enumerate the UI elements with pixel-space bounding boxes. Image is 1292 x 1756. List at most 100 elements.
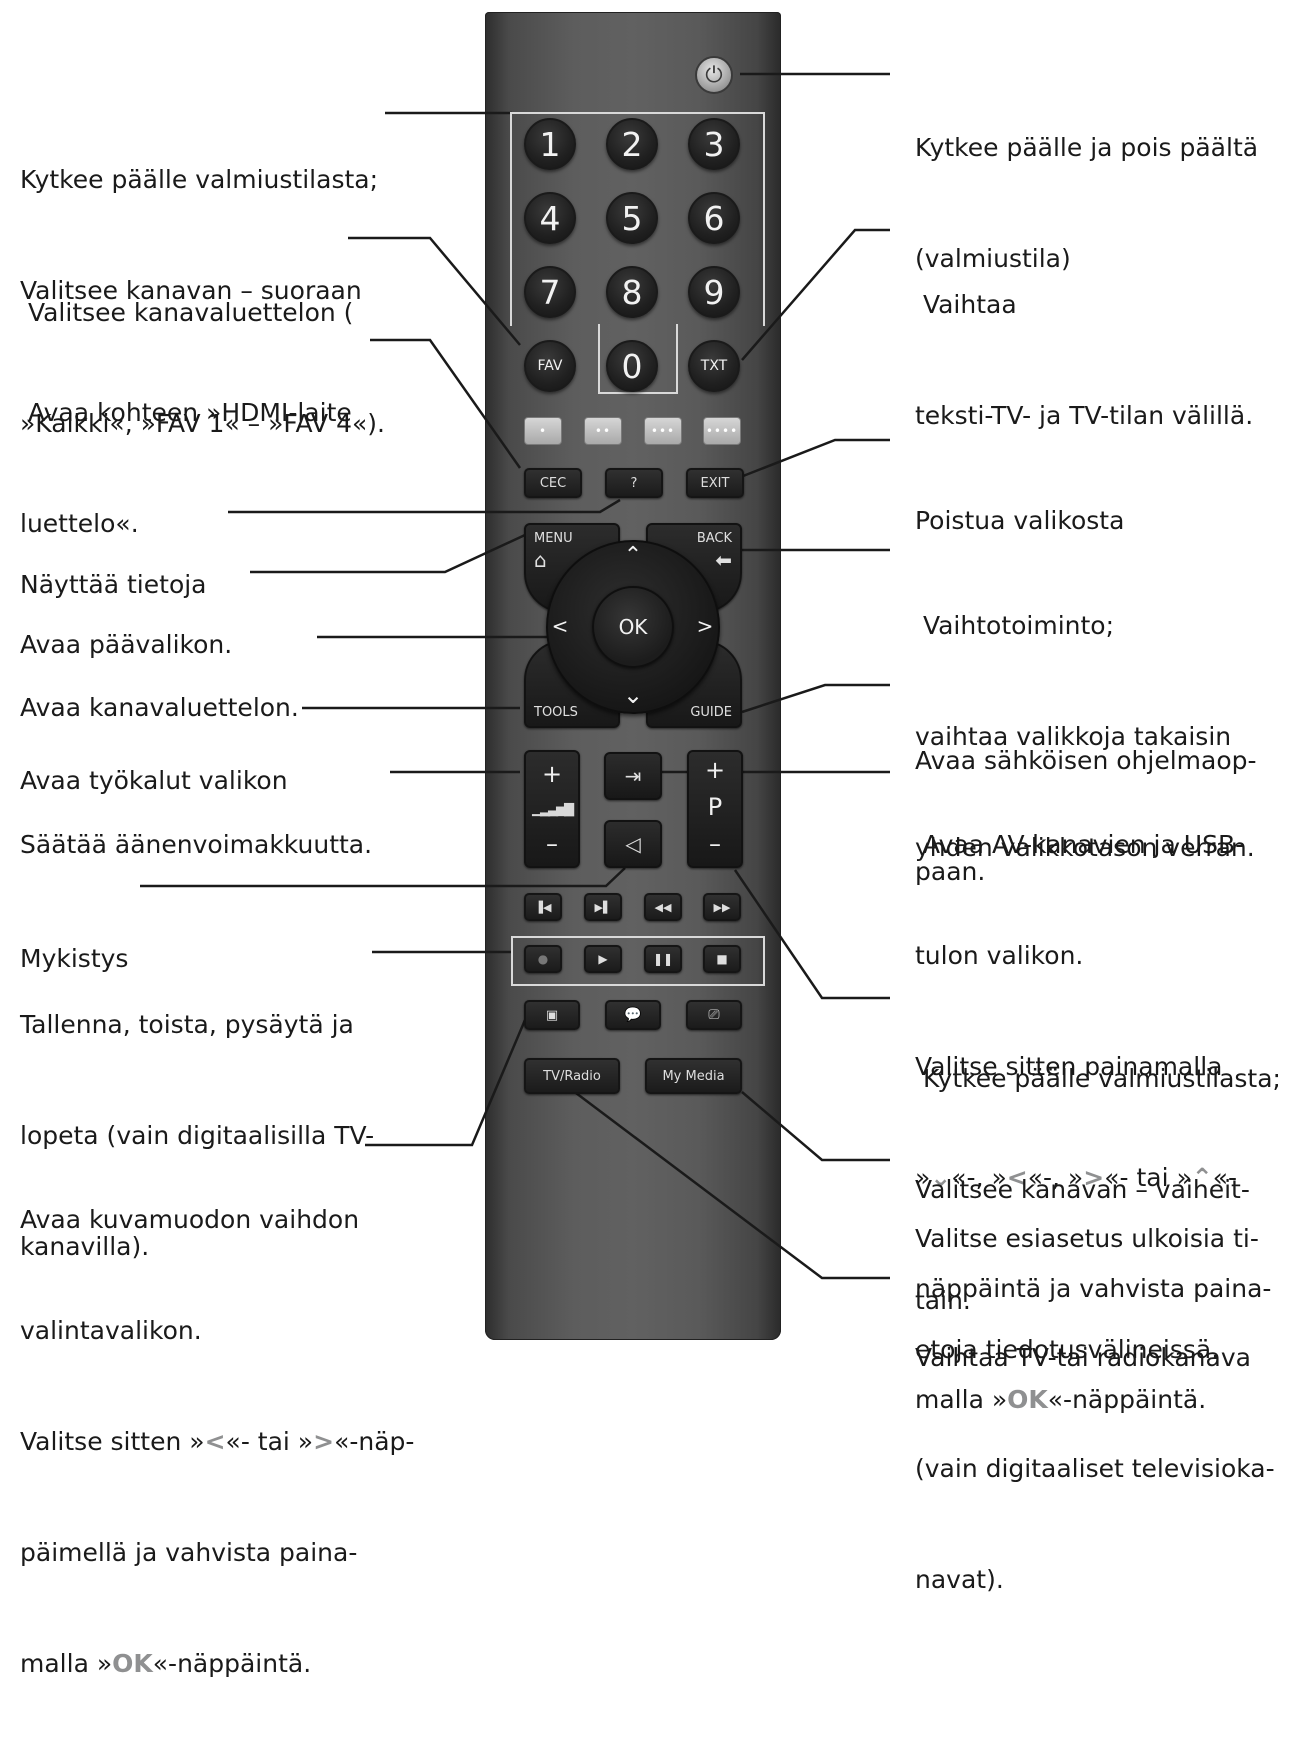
navigation-ring[interactable] [546, 540, 720, 714]
label-source-line3: Valitse sitten painamalla [915, 1052, 1223, 1081]
line-picture-format [365, 1019, 527, 1147]
digit-4-button[interactable]: 4 [524, 192, 576, 244]
label-media-preset-line1: Valitse esiasetus ulkoisia ti- [915, 1224, 1259, 1253]
line-info [228, 498, 621, 514]
play-button[interactable]: ▶ [584, 945, 622, 973]
label-channel-list: Avaa kanavaluettelon. [20, 615, 299, 800]
picture-format-button[interactable]: ▣ [524, 1000, 580, 1030]
fav-button[interactable]: FAV [524, 340, 576, 392]
remote-diagram: ⏻ 1 2 3 4 5 6 7 8 9 FAV 0 TXT • •• ••• •… [20, 12, 1281, 1678]
digit-3-button[interactable]: 3 [688, 118, 740, 170]
skip-back-button[interactable]: ▐◀ [524, 893, 562, 921]
label-exit: Poistua valikosta [915, 428, 1124, 613]
label-info-line1: Näyttää tietoja [20, 570, 207, 599]
program-up-button[interactable]: + [704, 756, 726, 784]
chat-button[interactable]: 💬 [605, 1000, 661, 1030]
cec-button[interactable]: CEC [524, 468, 582, 498]
label-standby-step-line3: tain. [915, 1286, 971, 1315]
menu-label: MENU [534, 531, 573, 546]
rewind-icon: ◀◀ [654, 900, 672, 914]
digit-0-button[interactable]: 0 [606, 340, 658, 392]
line-source [649, 770, 890, 780]
program-label: P [707, 793, 723, 821]
fast-forward-button[interactable]: ▶▶ [703, 893, 741, 921]
label-back-line2: vaihtaa valikkoja takaisin [915, 722, 1232, 751]
picture-format-icon: ▣ [545, 1007, 559, 1023]
subtitle-icon: ⎚ [708, 1007, 720, 1023]
nav-up-button[interactable]: ⌃ [623, 542, 643, 568]
src-text-e: «- [1212, 1163, 1238, 1192]
label-picture-format-line3: Valitse sitten »<«- tai »>«-näp- [20, 1423, 414, 1460]
line-teletext [741, 228, 890, 361]
digit-1-button[interactable]: 1 [524, 118, 576, 170]
skip-forward-icon: ▶▌ [594, 900, 612, 914]
label-source-line5: näppäintä ja vahvista paina- [915, 1274, 1272, 1303]
fast-forward-icon: ▶▶ [713, 900, 731, 914]
label-standby-direct: Kytkee päälle valmiustilasta; Valitsee k… [20, 87, 378, 383]
guide-label: GUIDE [690, 705, 732, 720]
source-button[interactable]: ⇥ [604, 752, 662, 800]
label-power-line2: (valmiustila) [915, 244, 1071, 273]
label-source-line4: »⌄«-, »<«-, »>«- tai »⌃«- [915, 1159, 1271, 1196]
mute-button[interactable]: ◁ [604, 820, 662, 868]
volume-down-button[interactable]: – [546, 830, 558, 858]
play-icon: ▶ [598, 952, 608, 966]
label-standby-direct-line1: Kytkee päälle valmiustilasta; [20, 165, 379, 194]
pause-icon: ❚❚ [652, 952, 674, 966]
digit-2-button[interactable]: 2 [606, 118, 658, 170]
mute-icon: ◁ [625, 832, 641, 856]
nav-down-button[interactable]: ⌄ [622, 681, 644, 709]
label-picture-format-line5: malla »OK«-näppäintä. [20, 1645, 414, 1682]
skip-forward-button[interactable]: ▶▌ [584, 893, 622, 921]
nav-right-button[interactable]: > [696, 614, 714, 638]
txt-button[interactable]: TXT [688, 340, 740, 392]
label-tv-radio-line2: (vain digitaaliset televisioka- [915, 1454, 1275, 1483]
tv-radio-button[interactable]: TV/Radio [524, 1058, 620, 1094]
color-key-3[interactable]: ••• [644, 417, 682, 445]
digit-9-button[interactable]: 9 [688, 266, 740, 318]
digit-8-button[interactable]: 8 [606, 266, 658, 318]
down-glyph: ⌄ [930, 1163, 952, 1192]
exit-button[interactable]: EXIT [686, 468, 744, 498]
stop-icon: ■ [716, 952, 728, 966]
stop-button[interactable]: ■ [703, 945, 741, 973]
label-record-play-line3: kanavilla). [20, 1232, 150, 1261]
pf-text-c: «-näp- [334, 1427, 415, 1456]
rewind-button[interactable]: ◀◀ [644, 893, 682, 921]
src-text-c: «-, » [1027, 1163, 1084, 1192]
color-key-4[interactable]: •••• [703, 417, 741, 445]
my-media-button[interactable]: My Media [645, 1058, 742, 1094]
label-fav-list-line2: »Kaikki«, »FAV 1« – »FAV 4«). [20, 409, 385, 438]
label-tv-radio-line1: Vaihtaa TV-tai radiokanava [915, 1343, 1251, 1372]
volume-up-button[interactable]: + [541, 760, 563, 788]
record-button[interactable]: ● [524, 945, 562, 973]
volume-rocker[interactable]: + ▁▂▃▅▇ – [524, 750, 580, 868]
digit-6-button[interactable]: 6 [688, 192, 740, 244]
pause-button[interactable]: ❚❚ [644, 945, 682, 973]
label-teletext: Vaihtaa teksti-TV- ja TV-tilan välillä. [915, 212, 1253, 508]
nav-left-button[interactable]: < [551, 614, 569, 638]
digit-7-button[interactable]: 7 [524, 266, 576, 318]
label-main-menu: Avaa päävalikon. [20, 552, 232, 737]
label-power: Kytkee päälle ja pois päältä (valmiustil… [915, 55, 1258, 351]
subtitle-button[interactable]: ⎚ [686, 1000, 742, 1030]
line-standby-step [733, 869, 890, 1000]
color-key-1[interactable]: • [524, 417, 562, 445]
color-key-2[interactable]: •• [584, 417, 622, 445]
ok-button[interactable]: OK [592, 586, 674, 668]
digit-5-button[interactable]: 5 [606, 192, 658, 244]
info-button[interactable]: ? [605, 468, 663, 498]
pf-text-e: «-näppäintä. [152, 1649, 312, 1678]
label-guide-line1: Avaa sähköisen ohjelmaop- [915, 746, 1257, 775]
chat-icon: 💬 [624, 1007, 642, 1023]
label-exit-line1: Poistua valikosta [915, 506, 1125, 535]
label-hdmi-list-line1: Avaa kohteen »HDMI-laite [20, 398, 352, 427]
line-media-preset [741, 1091, 890, 1162]
power-button[interactable]: ⏻ [695, 56, 733, 94]
line-menu [250, 533, 526, 574]
program-rocker[interactable]: + P – [687, 750, 743, 868]
pf-text-b: «- tai » [225, 1427, 314, 1456]
label-guide-line2: paan. [915, 857, 986, 886]
label-hdmi-list: Avaa kohteen »HDMI-laite luettelo«. [20, 320, 352, 616]
program-down-button[interactable]: – [709, 830, 721, 858]
